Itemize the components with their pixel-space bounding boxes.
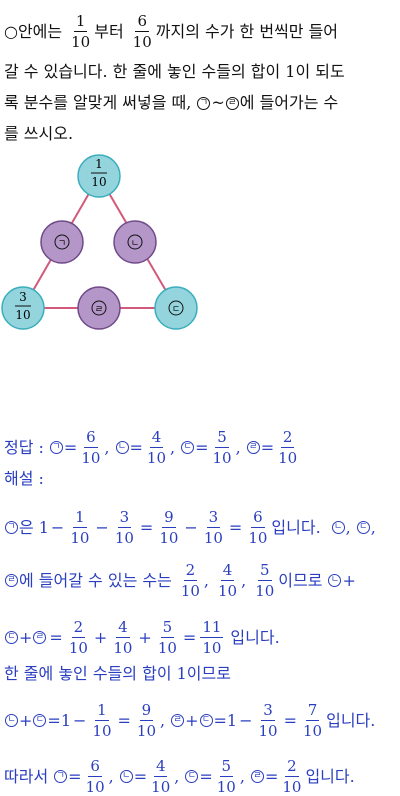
answer-label: 정답 : <box>4 437 44 457</box>
explanation-label: 해설 : <box>4 469 44 488</box>
node-c: ㄷ <box>154 286 198 330</box>
problem-text: 까지의 수가 한 번씩만 들어 <box>155 21 339 41</box>
explanation-label-line: 해설 : <box>4 469 398 489</box>
problem-line-3: 록 분수를 알맞게 써넣을 때, ㄱ ~ ㄹ 에 들어가는 수 <box>4 93 339 112</box>
node-b: ㄴ <box>113 220 157 264</box>
problem-text: 록 분수를 알맞게 써넣을 때, <box>4 93 192 112</box>
problem-text: 부터 <box>94 21 124 41</box>
svg-text:10: 10 <box>91 175 106 189</box>
triangle-diagram: 1 10 ㄱ ㄴ 3 10 ㄹ ㄷ <box>1 154 198 330</box>
problem-text: 를 쓰시오. <box>4 124 74 143</box>
node-top-given: 1 10 <box>77 154 121 198</box>
node-d: ㄹ <box>77 286 121 330</box>
solution-line-4: 한 줄에 놓인 수들의 합이 1이므로 <box>4 664 231 683</box>
svg-text:ㄴ: ㄴ <box>131 239 139 249</box>
circled-mark: ㄱ <box>197 96 211 110</box>
problem-line-2: 갈 수 있습니다. 한 줄에 놓인 수들의 합이 1이 되도 <box>4 62 398 82</box>
svg-text:ㄹ: ㄹ <box>95 305 103 315</box>
problem-text: ○안에는 <box>4 21 63 41</box>
svg-text:1: 1 <box>95 157 103 171</box>
problem-text: 갈 수 있습니다. 한 줄에 놓인 수들의 합이 1이 되도 <box>4 62 345 81</box>
node-left-given: 3 10 <box>1 286 45 330</box>
svg-text:ㄷ: ㄷ <box>172 305 180 315</box>
circled-mark: ㄹ <box>225 96 239 110</box>
node-a: ㄱ <box>40 220 84 264</box>
problem-line-4: 를 쓰시오. <box>4 124 398 144</box>
problem-text: 에 들어가는 수 <box>239 93 339 112</box>
svg-text:10: 10 <box>15 308 30 322</box>
svg-text:3: 3 <box>19 290 27 304</box>
svg-text:ㄱ: ㄱ <box>58 239 66 249</box>
